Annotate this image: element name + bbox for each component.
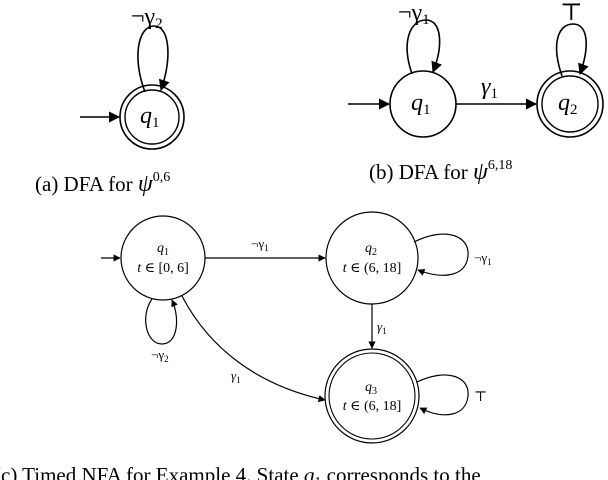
self-loop-b-q1: [406, 19, 442, 75]
self-loop-c-q1-label: ¬γ2: [151, 347, 169, 364]
state-c-q3-inner: [328, 352, 416, 440]
caption-b: (b) DFA for ψ6,18: [369, 158, 512, 185]
self-loop-c-q2: [413, 233, 469, 276]
edge-b-label: γ1: [481, 74, 498, 102]
self-loop-c-q3-label: ⊤: [474, 390, 487, 405]
self-loop-a-label: ¬γ2: [131, 4, 163, 32]
state-c-q2: [325, 211, 419, 305]
self-loop-c-q2-label: ¬γ1: [474, 250, 492, 267]
diagram-c: q1 t ∈ [0, 6] q2 t ∈ (6, 18] q3 t ∈ (6, …: [0, 211, 492, 480]
state-b-q2-label: q2: [558, 90, 578, 118]
edge-c-q1-q3-label: γ1: [231, 368, 241, 385]
diagram-b: ¬γ1 ⊤ q1 q2 γ1 (b) DFA for ψ6,18: [348, 0, 604, 185]
caption-a: (a) DFA for ψ0,6: [35, 170, 170, 197]
state-c-q1-constraint: t ∈ [0, 6]: [137, 261, 189, 276]
caption-c: (c) Timed NFA for Example 4. State q1 co…: [0, 463, 481, 480]
state-c-q1-name: q1: [157, 241, 169, 258]
diagram-a: ¬γ2 q1 (a) DFA for ψ0,6: [35, 4, 185, 197]
state-a-q1-label: q1: [140, 103, 160, 131]
state-b-q1-label: q1: [411, 90, 431, 118]
self-loop-b-q2: [555, 23, 589, 77]
edge-c-q2-q3-label: γ1: [377, 319, 387, 336]
state-c-q3-name: q3: [365, 380, 377, 397]
edge-c-q1-q2-label: ¬γ1: [251, 236, 269, 253]
self-loop-c-q1: [145, 298, 178, 345]
self-loop-b-q2-label: ⊤: [560, 0, 583, 26]
self-loop-a: [137, 25, 170, 93]
state-b-q2-inner: [541, 75, 599, 133]
self-loop-c-q3: [416, 374, 469, 416]
state-c-q2-name: q2: [365, 241, 377, 258]
state-c-q1: [120, 215, 206, 301]
state-c-q2-constraint: t ∈ (6, 18]: [343, 261, 402, 276]
edge-c-q1-q3: [181, 295, 326, 403]
self-loop-b-q1-label: ¬γ1: [398, 0, 430, 28]
state-c-q3-constraint: t ∈ (6, 18]: [343, 399, 402, 414]
state-a-q1-inner: [124, 89, 180, 145]
